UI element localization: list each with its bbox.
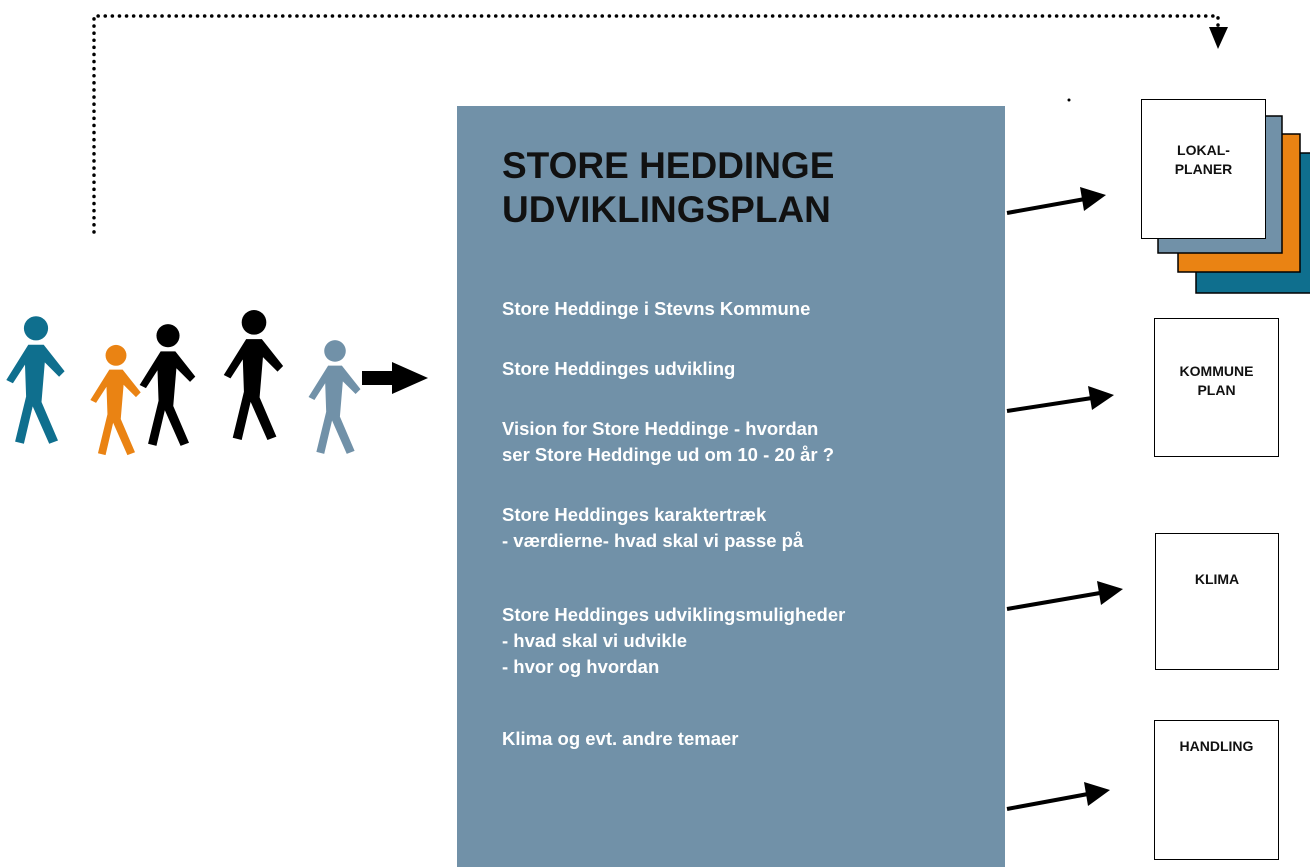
doc-lokalplaner: LOKAL- PLANER <box>1141 99 1266 239</box>
plan-item: Vision for Store Heddinge - hvordan ser … <box>502 418 835 465</box>
output-arrow <box>1006 187 1106 215</box>
plan-item: Klima og evt. andre temaer <box>502 728 739 749</box>
output-arrow <box>1006 386 1114 413</box>
plan-title: STORE HEDDINGE UDVIKLINGSPLAN <box>502 145 835 230</box>
doc-kommuneplan: KOMMUNE PLAN <box>1154 318 1279 457</box>
doc-label: KOMMUNE PLAN <box>1179 363 1254 398</box>
doc-label: LOKAL- PLANER <box>1174 142 1233 177</box>
plan-item: Store Heddinge i Stevns Kommune <box>502 298 811 319</box>
people-to-plan-arrow <box>362 362 428 394</box>
feedback-arrowhead <box>1209 27 1228 49</box>
output-arrow <box>1006 782 1110 811</box>
people-walking-icon <box>6 310 361 456</box>
plan-item: Store Heddinges udviklingsmuligheder - h… <box>502 604 846 677</box>
doc-label: HANDLING <box>1179 738 1254 754</box>
plan-item: Store Heddinges udvikling <box>502 358 736 379</box>
plan-item: Store Heddinges karaktertræk - værdierne… <box>502 504 804 551</box>
stray-dot <box>1067 98 1071 102</box>
doc-handling: HANDLING <box>1154 720 1279 860</box>
feedback-dotted-line <box>92 14 1220 234</box>
doc-klima: KLIMA <box>1155 533 1279 670</box>
output-arrow <box>1006 581 1123 611</box>
doc-label: KLIMA <box>1194 571 1240 587</box>
plan-panel: STORE HEDDINGE UDVIKLINGSPLAN Store Hedd… <box>457 106 1005 867</box>
